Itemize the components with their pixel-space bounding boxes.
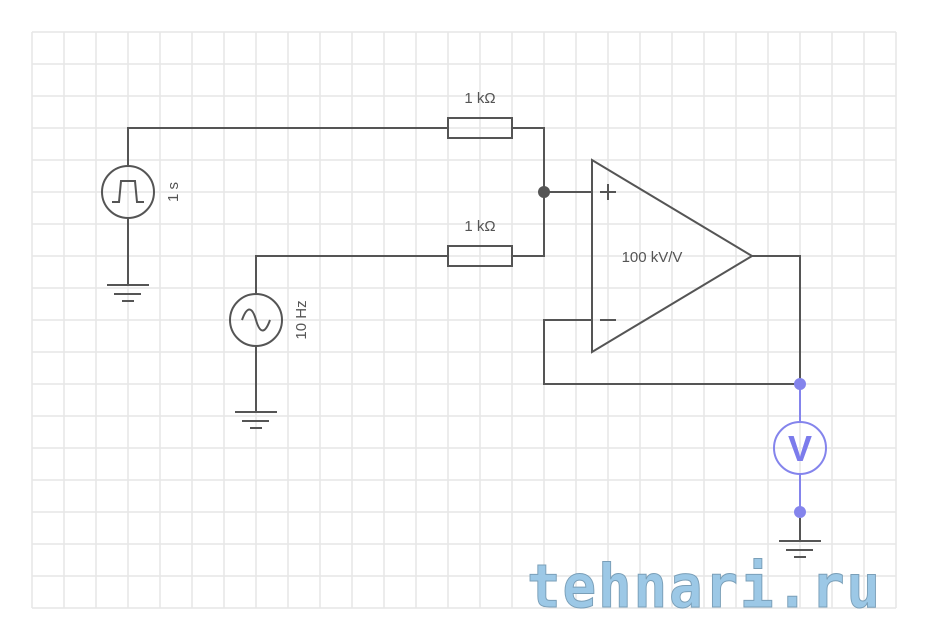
pulse-source-label: 1 s: [165, 182, 182, 202]
ground-icon: [779, 540, 821, 558]
opamp-gain-label: 100 kV/V: [622, 249, 683, 266]
plus-icon: [600, 184, 616, 200]
resistor-bottom-label: 1 kΩ: [464, 218, 495, 235]
resistor-top-label: 1 kΩ: [464, 90, 495, 107]
sine-source[interactable]: 10 Hz: [229, 255, 448, 429]
ground-icon: [107, 284, 149, 302]
watermark-logo: tehnari.ru: [527, 552, 882, 622]
pulse-source-icon: [112, 180, 144, 203]
probe-dot-top[interactable]: [794, 378, 806, 390]
probe-dot-bottom[interactable]: [794, 506, 806, 518]
voltmeter-label: V: [788, 428, 812, 469]
opamp[interactable]: 100 kV/V: [591, 158, 754, 354]
junction-dot: [538, 186, 550, 198]
sine-source-label: 10 Hz: [293, 300, 310, 339]
pulse-source[interactable]: 1 s: [101, 127, 448, 302]
feedback-wire: [543, 255, 801, 385]
ground-icon: [235, 411, 277, 429]
voltmeter[interactable]: V: [773, 378, 827, 518]
sine-source-icon: [241, 308, 271, 332]
